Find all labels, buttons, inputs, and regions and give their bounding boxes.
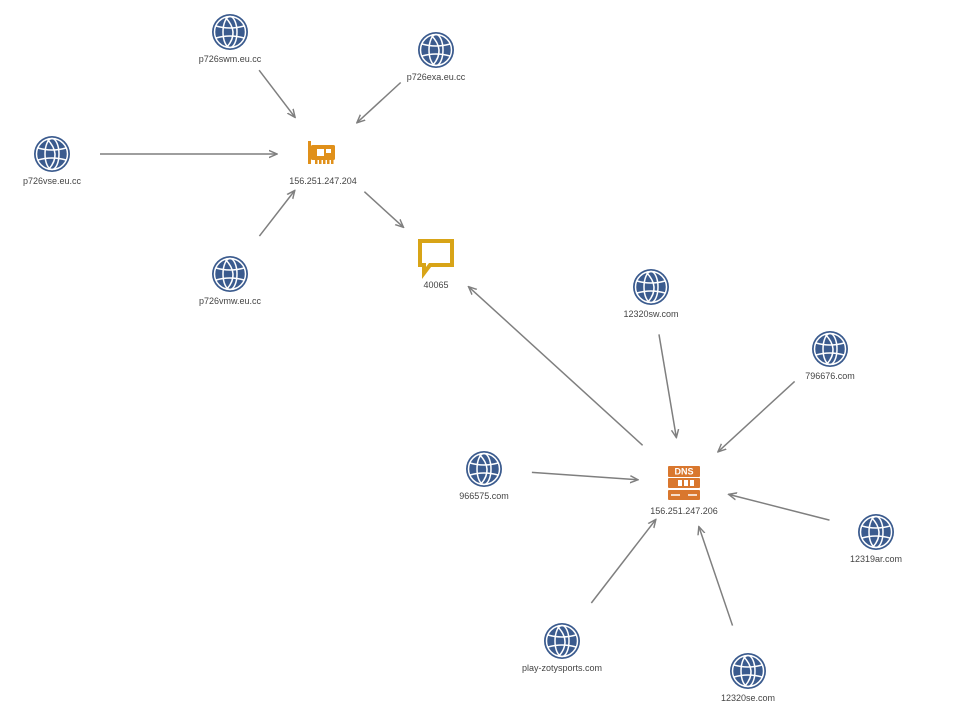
globe-icon — [34, 136, 70, 172]
node-label: 156.251.247.204 — [289, 176, 357, 186]
node-p726vse[interactable]: p726vse.eu.cc — [23, 136, 82, 186]
edge-d796676-to-ip206 — [718, 380, 796, 451]
node-label: 966575.com — [459, 491, 509, 501]
node-label: 12320se.com — [721, 693, 775, 703]
node-d12319ar[interactable]: 12319ar.com — [850, 514, 902, 564]
globe-icon — [418, 32, 454, 68]
edge-ip206-to-msg40065 — [469, 287, 644, 446]
node-label: play-zotysports.com — [522, 663, 602, 673]
node-label: p726swm.eu.cc — [199, 54, 262, 64]
node-msg40065[interactable]: 40065 — [418, 239, 454, 290]
edge-p726vmw-to-ip204 — [258, 190, 294, 237]
node-ip204[interactable]: 156.251.247.204 — [289, 141, 357, 186]
node-label: 40065 — [423, 280, 448, 290]
edges-layer — [100, 69, 830, 626]
globe-icon — [466, 451, 502, 487]
edge-p726exa-to-ip204 — [357, 81, 402, 123]
node-label: 156.251.247.206 — [650, 506, 718, 516]
node-p726swm[interactable]: p726swm.eu.cc — [199, 14, 262, 64]
node-d12320sw[interactable]: 12320sw.com — [623, 269, 679, 319]
speech-bubble-icon — [418, 239, 454, 279]
edge-d966575-to-ip206 — [531, 471, 638, 479]
globe-icon — [730, 653, 766, 689]
network-card-icon — [308, 141, 335, 164]
globe-icon — [212, 256, 248, 292]
edge-d12319ar-to-ip206 — [729, 494, 830, 521]
edge-d12320se-to-ip206 — [699, 527, 734, 626]
globe-icon — [633, 269, 669, 305]
dns-server-icon: DNS — [668, 466, 700, 500]
nodes-layer: p726swm.eu.cc p726exa.eu.cc p726vse.eu.cc 1… — [23, 14, 902, 703]
node-label: 12319ar.com — [850, 554, 902, 564]
globe-icon — [544, 623, 580, 659]
node-d12320se[interactable]: 12320se.com — [721, 653, 775, 703]
edge-playzoty-to-ip206 — [590, 519, 656, 604]
globe-icon — [812, 331, 848, 367]
edge-p726swm-to-ip204 — [258, 69, 295, 117]
node-label: p726exa.eu.cc — [407, 72, 466, 82]
node-d966575[interactable]: 966575.com — [459, 451, 509, 501]
edge-d12320sw-to-ip206 — [658, 334, 676, 437]
node-label: 796676.com — [805, 371, 855, 381]
globe-icon — [212, 14, 248, 50]
node-label: p726vse.eu.cc — [23, 176, 82, 186]
node-label: p726vmw.eu.cc — [199, 296, 262, 306]
node-d796676[interactable]: 796676.com — [805, 331, 855, 381]
node-label: 12320sw.com — [623, 309, 678, 319]
svg-text:DNS: DNS — [674, 467, 693, 477]
globe-icon — [858, 514, 894, 550]
node-p726exa[interactable]: p726exa.eu.cc — [407, 32, 466, 82]
node-ip206[interactable]: DNS 156.251.247.206 — [650, 466, 718, 516]
node-playzoty[interactable]: play-zotysports.com — [522, 623, 602, 673]
node-p726vmw[interactable]: p726vmw.eu.cc — [199, 256, 262, 306]
edge-ip204-to-msg40065 — [363, 191, 403, 228]
